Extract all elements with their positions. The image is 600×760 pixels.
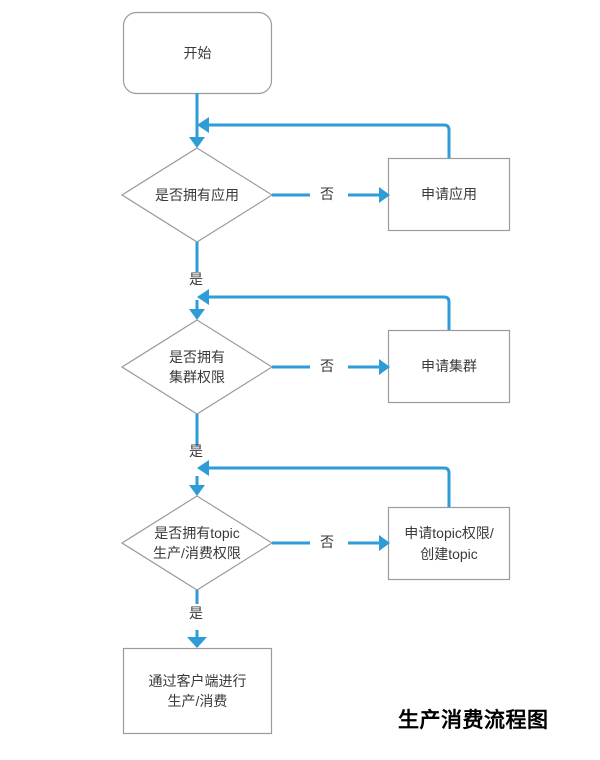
- arrowhead-loopback-1: [197, 117, 209, 133]
- node-action-1-shape[interactable]: [387, 157, 511, 232]
- edge-action-2-loopback: [209, 295, 451, 330]
- edge-label-no-2: 否: [320, 358, 334, 374]
- arrowhead-decision-2-top: [189, 309, 205, 320]
- edge-label-yes-1: 是: [189, 271, 203, 287]
- node-start-shape[interactable]: [122, 11, 273, 95]
- edge-label-yes-3: 是: [189, 605, 203, 621]
- arrowhead-decision-3-top: [189, 485, 205, 496]
- node-end-shape[interactable]: [122, 647, 273, 735]
- node-decision-1-shape[interactable]: [120, 147, 274, 243]
- edge-label-yes-2: 是: [189, 443, 203, 459]
- edge-action-1-loopback: [209, 123, 451, 158]
- arrowhead-decision-1-top: [189, 137, 205, 148]
- node-action-3-shape[interactable]: [387, 506, 511, 581]
- edge-label-no-1: 否: [320, 186, 334, 202]
- arrowhead-action-1-left: [379, 187, 390, 203]
- arrowhead-action-3-left: [379, 535, 390, 551]
- node-action-2-shape[interactable]: [387, 329, 511, 404]
- edge-action-3-loopback: [209, 466, 451, 507]
- arrowhead-loopback-2: [197, 289, 209, 305]
- arrowhead-loopback-3: [197, 460, 209, 476]
- arrowhead-end-top: [187, 637, 207, 648]
- diagram-title: 生产消费流程图: [398, 709, 549, 732]
- node-decision-2-shape[interactable]: [120, 319, 274, 415]
- edge-label-no-3: 否: [320, 534, 334, 550]
- node-decision-3-shape[interactable]: [120, 495, 274, 591]
- arrowhead-action-2-left: [379, 359, 390, 375]
